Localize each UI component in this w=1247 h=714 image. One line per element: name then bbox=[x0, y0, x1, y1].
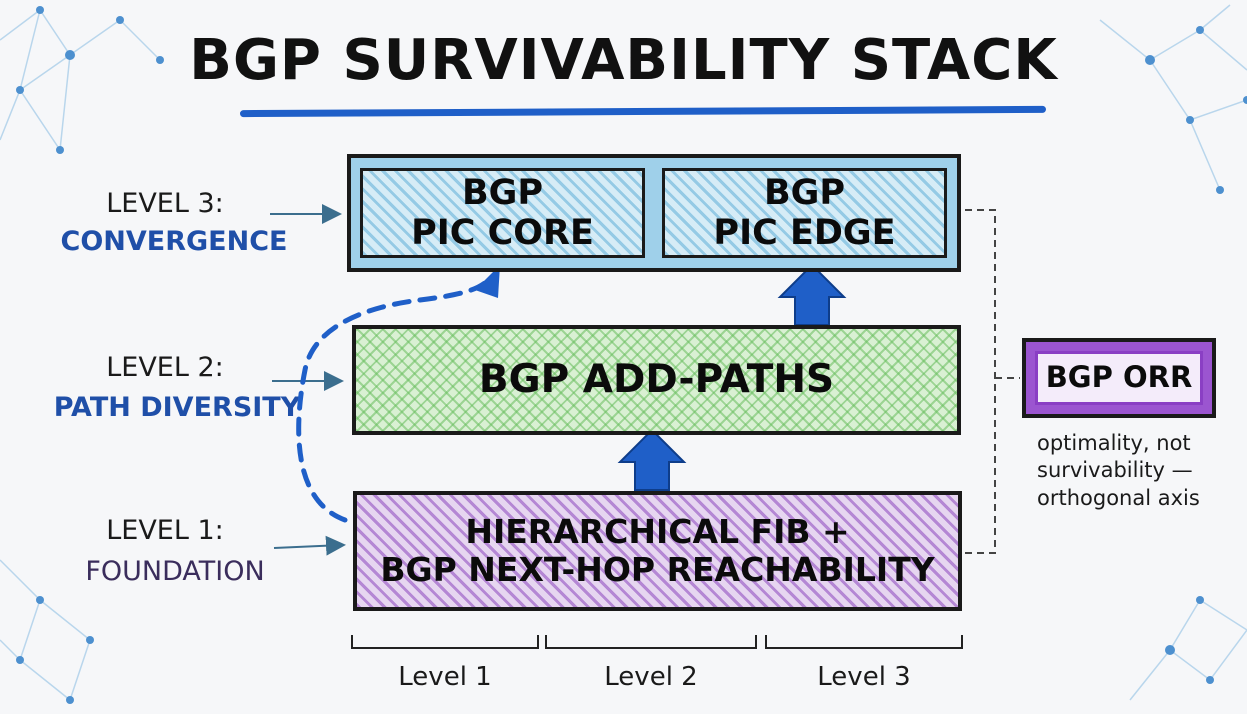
level-1-arrow bbox=[273, 535, 346, 556]
orr-box: BGP ORR bbox=[1022, 338, 1216, 418]
level-3-name: CONVERGENCE bbox=[60, 226, 288, 257]
orr-label: BGP ORR bbox=[1045, 360, 1193, 395]
level-2-number: LEVEL 2: bbox=[106, 352, 224, 383]
fib-to-addpaths-arrow bbox=[617, 428, 687, 491]
pic-edge-box: BGP PIC EDGE bbox=[662, 168, 947, 258]
orr-note: optimality, not survivability — orthogon… bbox=[1037, 430, 1242, 512]
pic-core-line1: BGP bbox=[461, 172, 544, 213]
addpaths-to-picedge-arrow bbox=[777, 263, 847, 326]
scale-brackets bbox=[351, 635, 963, 649]
level-1-name: FOUNDATION bbox=[85, 556, 265, 587]
level-1-number: LEVEL 1: bbox=[106, 515, 224, 546]
pic-core-line2: PIC CORE bbox=[411, 213, 594, 253]
page-title: BGP SURVIVABILITY STACK bbox=[189, 28, 1058, 93]
dashed-curve-arrowhead bbox=[475, 265, 500, 298]
pic-edge-line2: PIC EDGE bbox=[713, 213, 896, 253]
add-paths-label: BGP ADD-PATHS bbox=[478, 356, 835, 402]
scale-label-level-2: Level 2 bbox=[604, 662, 698, 692]
orr-note-line1: optimality, not bbox=[1037, 431, 1191, 455]
pic-edge-line1: BGP bbox=[763, 172, 846, 213]
pic-core-box: BGP PIC CORE bbox=[360, 168, 645, 258]
orr-note-line2: survivability — bbox=[1037, 458, 1193, 483]
fib-box: HIERARCHICAL FIB + BGP NEXT-HOP REACHABI… bbox=[353, 491, 962, 611]
level-2-name: PATH DIVERSITY bbox=[53, 392, 301, 423]
orr-note-line3: orthogonal axis bbox=[1037, 485, 1200, 510]
dashed-bypass-curve bbox=[296, 275, 493, 523]
fib-line1: HIERARCHICAL FIB + bbox=[465, 512, 850, 552]
scale-label-level-1: Level 1 bbox=[398, 662, 492, 692]
orr-inner: BGP ORR bbox=[1038, 354, 1200, 402]
orr-dashed-bracket bbox=[965, 209, 996, 554]
scale-label-level-3: Level 3 bbox=[817, 662, 911, 692]
level-3-number: LEVEL 3: bbox=[106, 188, 224, 219]
add-paths-box: BGP ADD-PATHS bbox=[352, 325, 961, 435]
fib-line2: BGP NEXT-HOP REACHABILITY bbox=[380, 550, 935, 589]
